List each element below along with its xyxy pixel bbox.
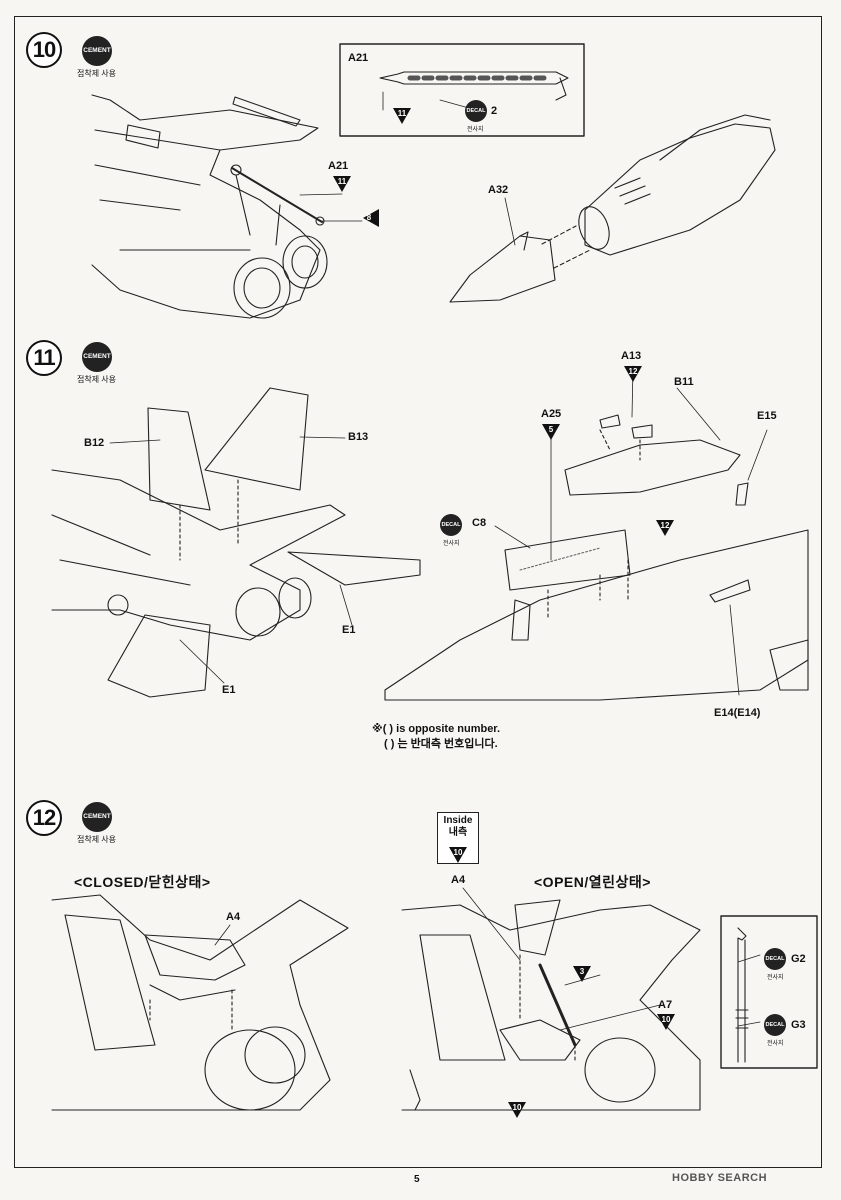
part-g2: G2: [791, 953, 806, 965]
part-a21: A21: [328, 160, 349, 172]
step-number-12: 12: [26, 800, 62, 836]
cement-caption: 접착제 사용: [77, 835, 117, 844]
step-number-11: 11: [26, 340, 62, 376]
part-e1-left: E1: [222, 684, 236, 696]
step12-closed-drawing: [51, 894, 349, 1111]
inside-label-en: Inside: [443, 815, 473, 826]
callout-triangle: [333, 176, 351, 192]
step12-open-drawing: [401, 899, 701, 1111]
step11-cockpit-drawing: [384, 414, 809, 701]
callout-triangle: [508, 1102, 526, 1118]
step10-inset-rod-drawing: [339, 43, 585, 137]
decal-icon: DECAL: [764, 1014, 786, 1036]
part-b12: B12: [84, 437, 105, 449]
note-english: ※( ) is opposite number.: [372, 723, 501, 735]
opposite-number-note: ※( ) is opposite number. ( ) 는 반대측 번호입니다…: [372, 722, 500, 752]
callout-triangle: [393, 108, 411, 124]
page-frame: [14, 16, 822, 1168]
decal-caption: 전사지: [767, 1041, 784, 1047]
callout-number: 12: [660, 521, 670, 530]
callout-number: 8: [366, 213, 372, 222]
part-a4-open: A4: [451, 874, 466, 886]
part-e14: E14(E14): [714, 707, 761, 719]
part-g3: G3: [791, 1019, 806, 1031]
part-a13: A13: [621, 350, 642, 362]
decal-caption: 전사지: [767, 975, 784, 981]
callout-triangle: [573, 966, 591, 982]
cement-icon: CEMENT: [82, 802, 112, 832]
cement-icon: CEMENT: [82, 342, 112, 372]
part-a32: A32: [488, 184, 509, 196]
part-e15: E15: [757, 410, 777, 422]
part-a4-closed: A4: [226, 911, 241, 923]
callout-triangle: [624, 366, 642, 382]
cement-icon: CEMENT: [82, 36, 112, 66]
note-korean: ( ) 는 반대측 번호입니다.: [384, 738, 498, 750]
inset-part-a21: A21: [348, 52, 369, 64]
step10-nose-cone-drawing: [449, 114, 776, 303]
callout-number: 12: [628, 367, 638, 376]
callout-number: 10: [661, 1015, 671, 1024]
watermark: HOBBY SEARCH: [672, 1172, 768, 1184]
decal-number: 2: [491, 105, 498, 117]
part-b13: B13: [348, 431, 369, 443]
open-heading: <OPEN/열린상태>: [534, 874, 651, 890]
callout-triangle: [449, 847, 467, 863]
decal-caption: 전사지: [443, 541, 460, 547]
decal-caption: 전사지: [467, 127, 484, 133]
inside-label-ko: 내측: [448, 827, 468, 838]
step11-left-fuselage-drawing: [51, 387, 421, 698]
callout-number: 5: [548, 425, 554, 434]
part-b11: B11: [674, 376, 694, 388]
cement-caption: 접착제 사용: [77, 375, 117, 384]
callout-triangle: [656, 520, 674, 536]
part-e1-right: E1: [342, 624, 356, 636]
step12-inset-drawing: [720, 915, 818, 1069]
part-a7: A7: [658, 999, 673, 1011]
callout-number: 10: [453, 848, 463, 857]
callout-number: 11: [337, 177, 347, 186]
page-number: 5: [414, 1174, 420, 1185]
callout-triangle: [657, 1014, 675, 1030]
callout-number: 3: [579, 967, 585, 976]
part-c8: C8: [472, 517, 487, 529]
closed-heading: <CLOSED/닫힌상태>: [74, 874, 211, 890]
step10-rear-fuselage-drawing: [91, 94, 328, 319]
part-a25: A25: [541, 408, 562, 420]
decal-icon: DECAL: [465, 100, 487, 122]
cement-caption: 접착제 사용: [77, 69, 117, 78]
decal-icon: DECAL: [764, 948, 786, 970]
callout-number: 10: [512, 1103, 522, 1112]
decal-icon: DECAL: [440, 514, 462, 536]
step-number-10: 10: [26, 32, 62, 68]
callout-triangle: [542, 424, 560, 440]
callout-number: 11: [397, 109, 407, 118]
